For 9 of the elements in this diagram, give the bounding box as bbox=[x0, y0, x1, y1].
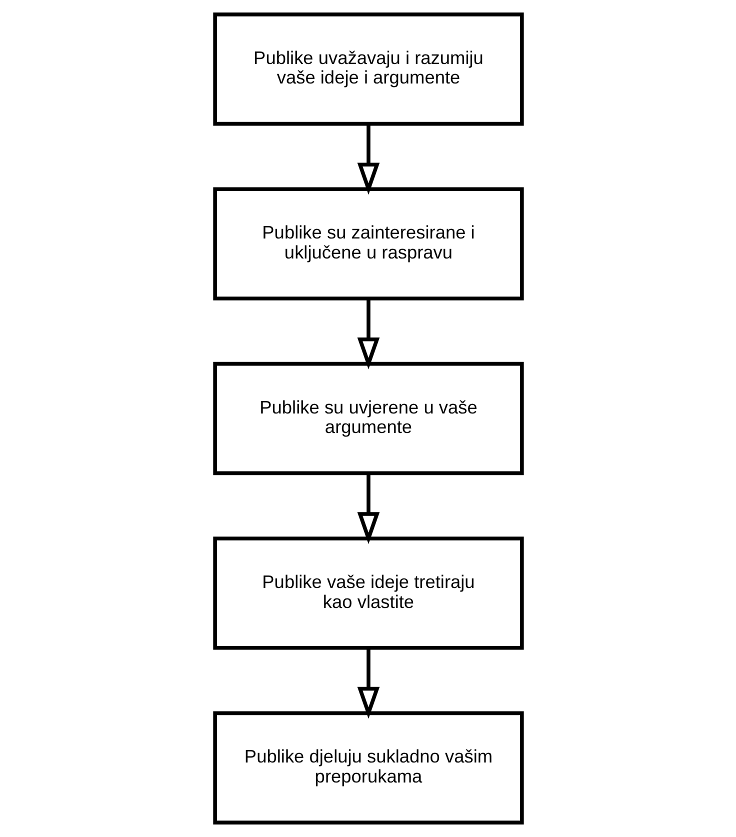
node-box: Publike su zainteresirane i uključene u raspravu bbox=[212, 187, 524, 300]
arrow bbox=[356, 298, 380, 370]
node-box: Publike djeluju sukladno vašim preporukama bbox=[212, 711, 524, 824]
node-box: Publike su uvjerene u vaše argumente bbox=[212, 362, 524, 476]
arrow bbox=[356, 648, 380, 719]
arrow bbox=[356, 473, 380, 544]
node-box: Publike vaše ideje tretiraju kao vlastite bbox=[212, 536, 524, 650]
node-box: Publike uvažavaju i razumiju vaše ideje i argumente bbox=[212, 12, 524, 126]
arrow bbox=[356, 124, 380, 195]
